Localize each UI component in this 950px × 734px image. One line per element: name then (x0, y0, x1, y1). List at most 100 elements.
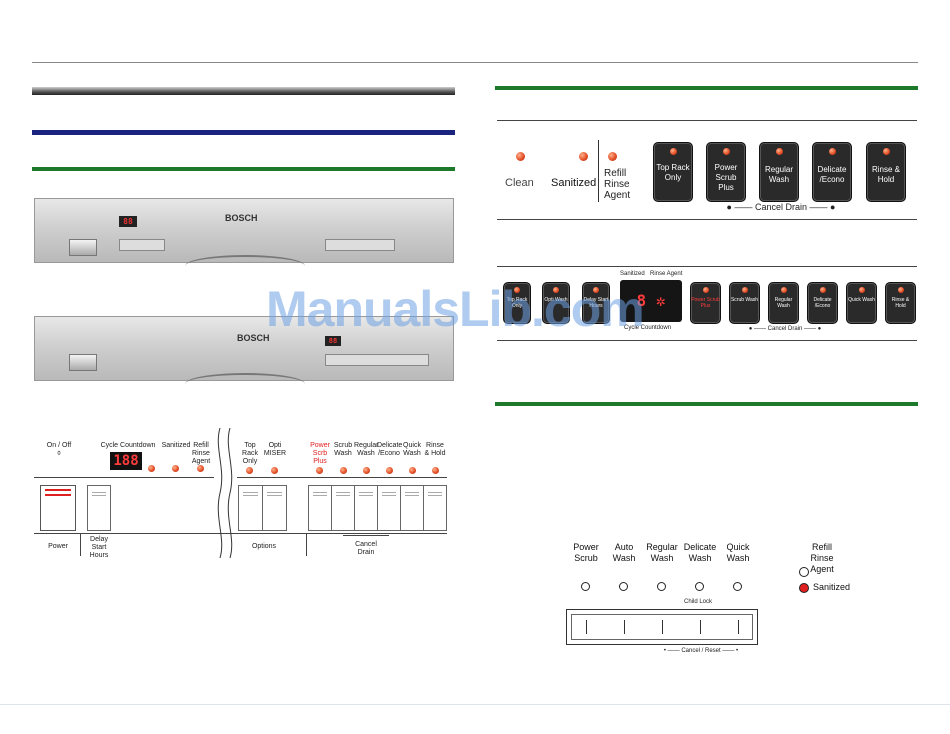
refill-led (197, 465, 204, 472)
btn-regular-wash[interactable]: Regular Wash (759, 142, 799, 202)
cycle-indicator (581, 582, 590, 591)
delay-start-key[interactable] (87, 485, 111, 531)
btn-delicate-econo[interactable]: Delicate /Econo (807, 282, 838, 324)
cycle-led (409, 467, 416, 474)
handle-button (69, 354, 97, 371)
top-rack-led (246, 467, 253, 474)
cycle-label-scrub: Scrub Wash (333, 442, 353, 457)
tr-bottom-line (497, 219, 917, 220)
mr-bottom-line (497, 340, 917, 341)
gray-rule (32, 87, 455, 95)
refill-label: Refill Rinse Agent (810, 542, 834, 574)
display-label-cycle-countdown: Cycle Countdown (624, 325, 672, 331)
control-panel-photo-1: 88 BOSCH (34, 198, 454, 263)
brand-logo: BOSCH (237, 333, 270, 343)
cycle-key[interactable] (377, 485, 401, 531)
btn-power-scrub-plus[interactable]: Power Scrub Plus (706, 142, 746, 202)
btn-quick-wash[interactable]: Quick Wash (846, 282, 877, 324)
diagram-bottom-line (34, 533, 447, 534)
btn-rinse-hold[interactable]: Rinse & Hold (866, 142, 906, 202)
countdown-display: 188 (110, 452, 142, 470)
cycle-key[interactable] (331, 485, 355, 531)
btn-opti-wash[interactable]: Opti Wash (542, 282, 570, 324)
cycle-indicator (657, 582, 666, 591)
green-rule-left (32, 167, 455, 171)
opti-led (271, 467, 278, 474)
cycle-countdown-label: Cycle Countdown (100, 442, 156, 449)
top-rack-key[interactable] (238, 485, 263, 531)
sanitized-led (579, 152, 588, 161)
top-rack-label: Top Rack Only (242, 442, 258, 465)
green-rule-right-top (495, 86, 918, 90)
panel-keys-right (325, 239, 395, 251)
clean-label: Clean (505, 177, 534, 189)
refill-label: Refill Rinse Agent (604, 168, 631, 201)
cycle-key[interactable] (354, 485, 378, 531)
panel-arc (185, 373, 305, 395)
onoff-label: On / Off⌽ (46, 442, 72, 457)
green-rule-right-mid (495, 402, 918, 406)
handle-button (69, 239, 97, 256)
cycle-key[interactable] (400, 485, 424, 531)
cycle-led (363, 467, 370, 474)
power-label: Power (48, 543, 68, 550)
btn-power-scrub-plus[interactable]: Power Scrub Plus (690, 282, 721, 324)
btn-scrub-wash[interactable]: Scrub Wash (729, 282, 760, 324)
cycle-indicator (619, 582, 628, 591)
divider (80, 534, 81, 556)
refill-led (608, 152, 617, 161)
btn-top-rack-only[interactable]: Top Rack Only (653, 142, 693, 202)
btn-regular-wash[interactable]: Regular Wash (768, 282, 799, 324)
cycle-led (432, 467, 439, 474)
opti-key[interactable] (262, 485, 287, 531)
cycle-label-power: Power Scrb Plus (310, 442, 330, 465)
cycle-keypad[interactable] (566, 609, 758, 645)
clean-led (516, 152, 525, 161)
sanitized-label: Sanitized (161, 442, 191, 449)
tr-top-line (497, 120, 917, 121)
power-key[interactable] (40, 485, 76, 531)
panel-break-icon (217, 428, 233, 558)
countdown-display: 8 ✲ (620, 280, 682, 322)
refill-label: Refill Rinse Agent (191, 442, 211, 465)
cancel-drain-caption: ● —— Cancel Drain —— ● (748, 326, 822, 332)
btn-rinse-hold[interactable]: Rinse & Hold (885, 282, 916, 324)
sanitized-indicator (799, 583, 809, 593)
navy-rule (32, 130, 455, 135)
cancel-drain-label: Cancel Drain (355, 541, 377, 556)
display-label-rinse-agent: Rinse Agent (650, 271, 683, 277)
cycle-key[interactable] (423, 485, 447, 531)
divider (306, 534, 307, 556)
btn-top-rack-only[interactable]: Top Rack Only (503, 282, 531, 324)
btn-delicate-econo[interactable]: Delicate /Econo (812, 142, 852, 202)
mr-top-line (497, 266, 917, 267)
cycle-label-regular: Regular Wash (354, 442, 379, 457)
diagram-top-line-right (237, 477, 447, 478)
cycle-led (386, 467, 393, 474)
refill-indicator (799, 567, 809, 577)
cancel-drain-caption: ● —— Cancel Drain —— ● (726, 202, 836, 212)
child-lock-label: Child Lock (684, 599, 713, 605)
sanitized-label: Sanitized (813, 582, 851, 592)
brand-logo: BOSCH (225, 213, 258, 223)
opti-label: Opti MISER (263, 442, 287, 457)
panel-arc (185, 255, 305, 277)
cycle-label-quick-wash: Quick Wash (726, 542, 750, 563)
cycle-label-quick: Quick Wash (403, 442, 421, 457)
display-window: 88 (325, 336, 341, 346)
cycle-label-delicate: Delicate /Econo (377, 442, 403, 457)
top-rule (32, 62, 918, 63)
cycle-label-auto-wash: Auto Wash (612, 542, 636, 563)
cycle-indicator (733, 582, 742, 591)
sanitized-label: Sanitized (551, 177, 597, 189)
cycle-label-rinse: Rinse & Hold (424, 442, 446, 457)
delay-label: Delay Start Hours (89, 536, 109, 559)
cycle-led (316, 467, 323, 474)
panel-keys-left (119, 239, 165, 251)
btn-delay-start[interactable]: Delay Start Hours (582, 282, 610, 324)
cycle-indicator (695, 582, 704, 591)
cycle-label-power-scrub: Power Scrub (573, 542, 599, 563)
panel-keys (325, 354, 429, 366)
indicator-divider (598, 140, 599, 202)
cycle-key[interactable] (308, 485, 332, 531)
